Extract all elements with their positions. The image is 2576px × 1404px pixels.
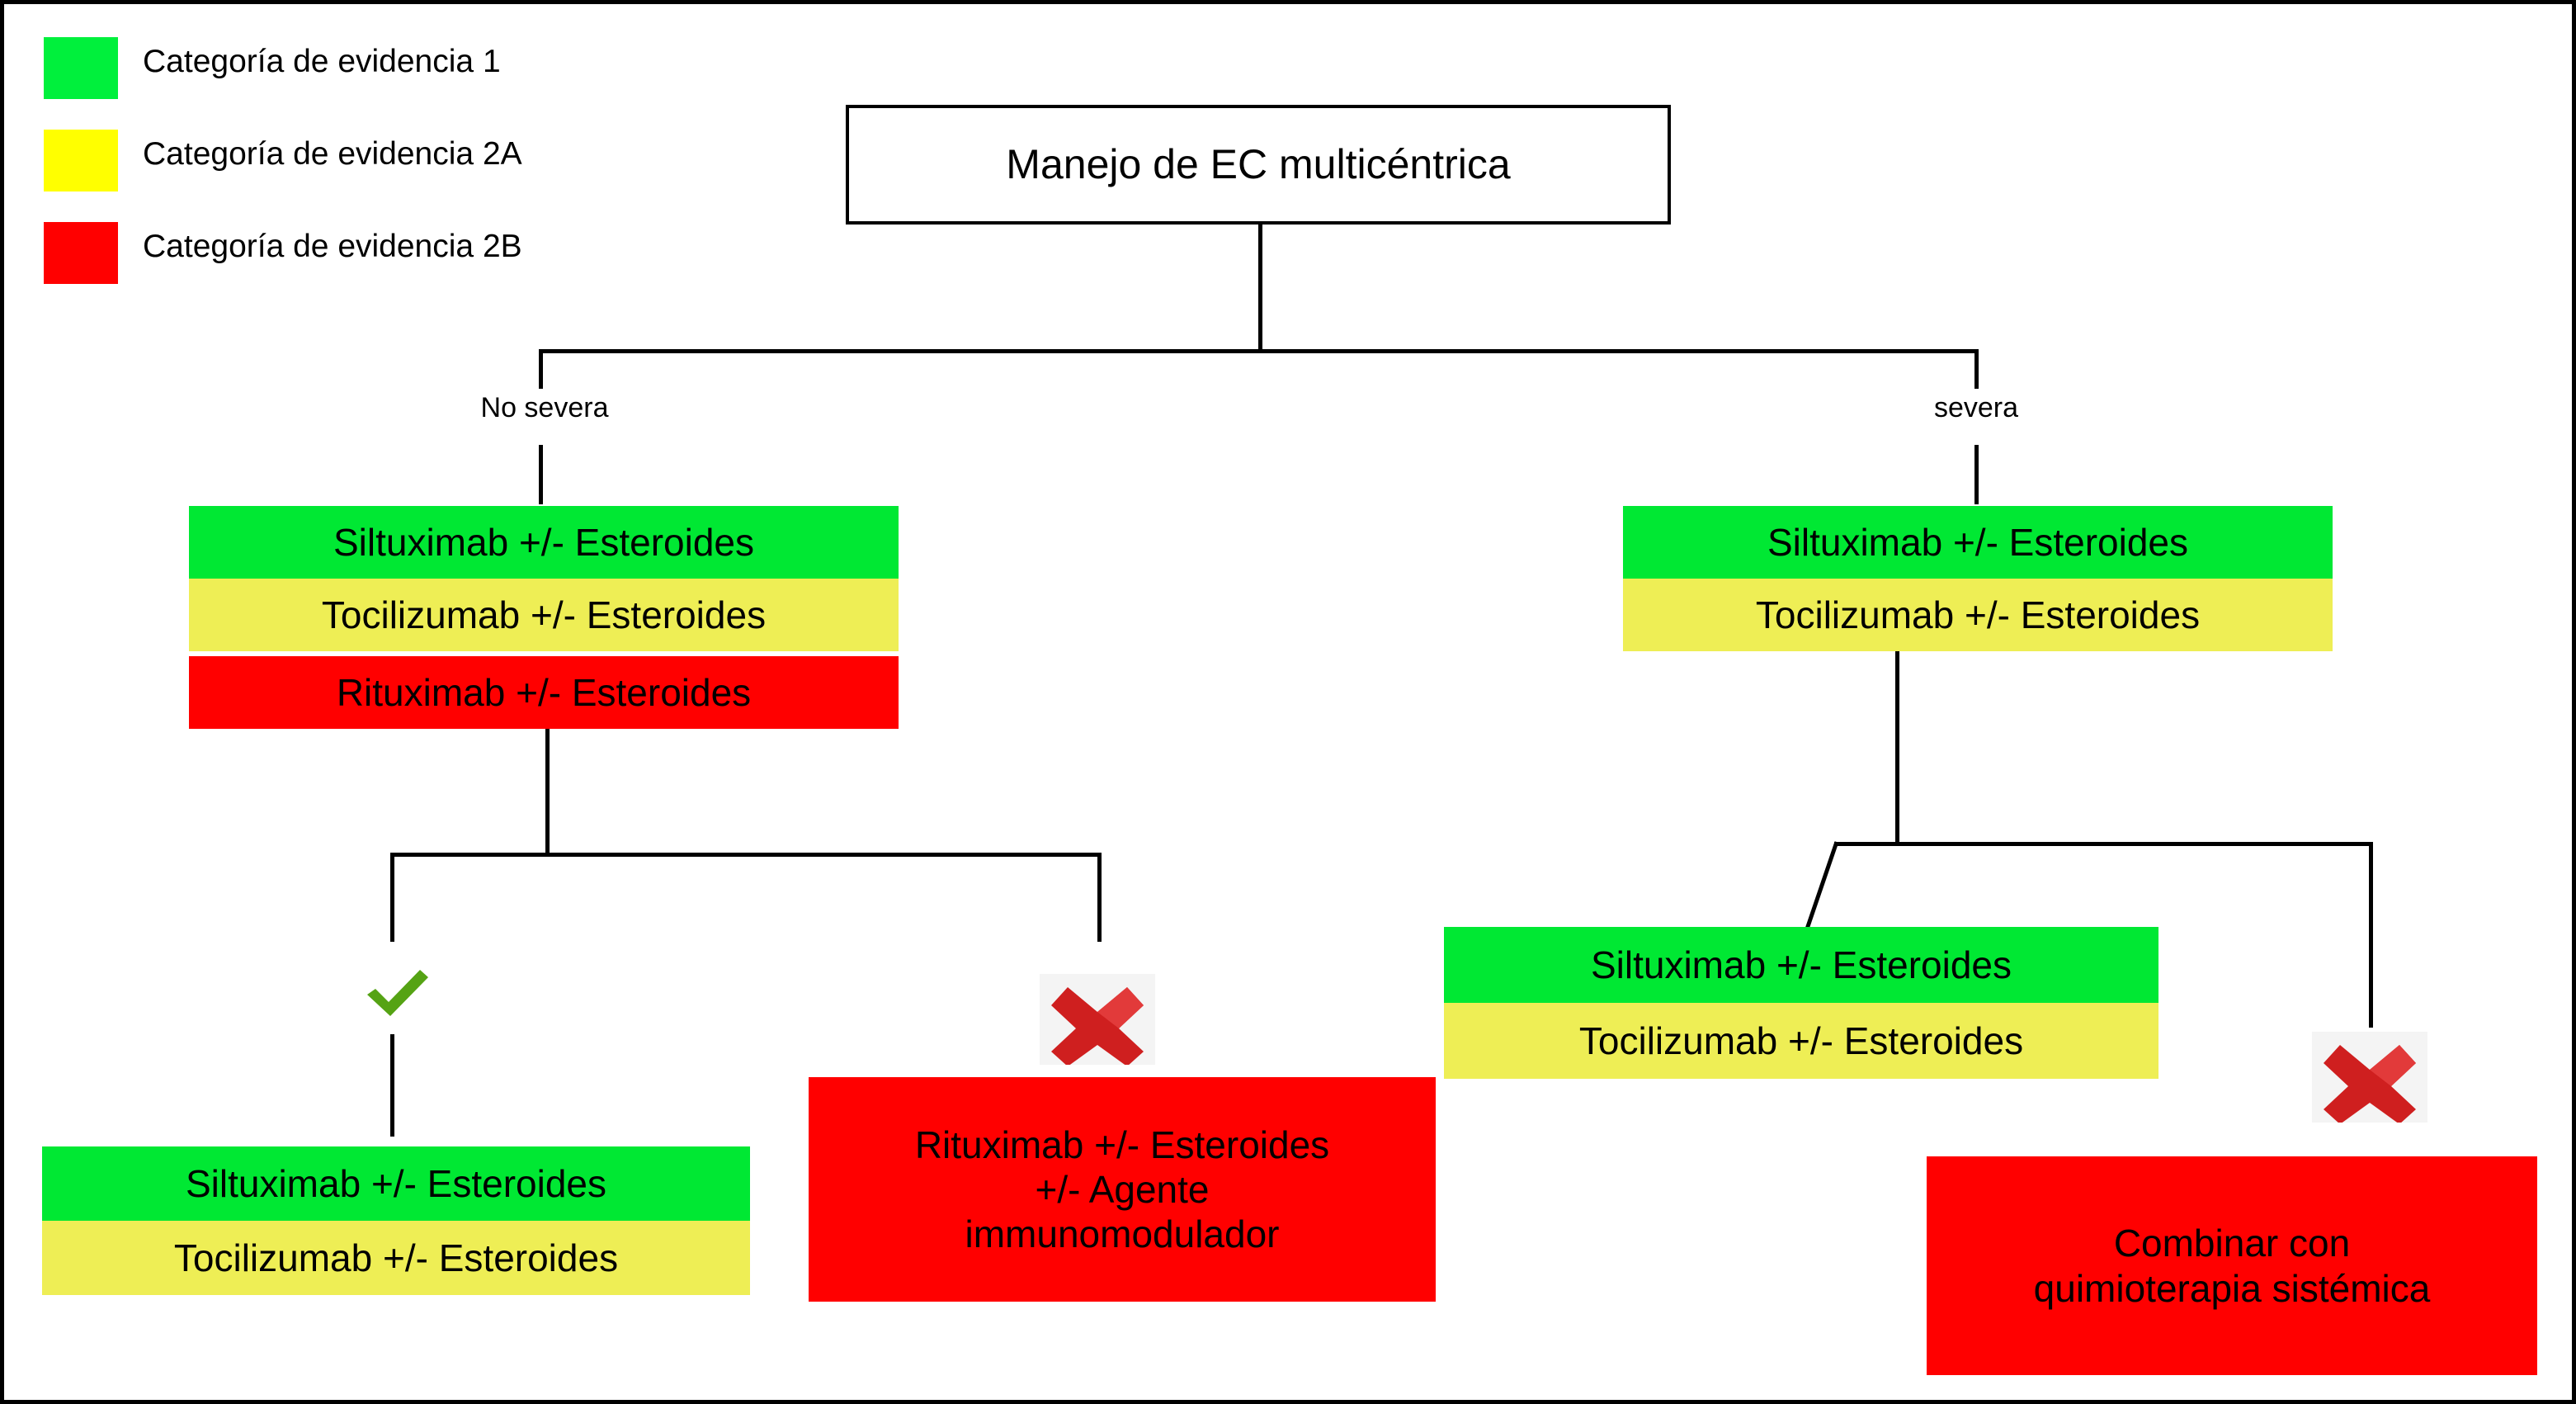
right-first-line-row-tocilizumab: Tocilizumab +/- Esteroides (1623, 579, 2333, 651)
left-second-line-row-siltuximab-label: Siltuximab +/- Esteroides (185, 1161, 607, 1205)
left-first-line-row-siltuximab: Siltuximab +/- Esteroides (189, 506, 899, 579)
connector-left-split-bar (390, 853, 1102, 857)
connector-main-split-bar (539, 349, 1979, 353)
root-node-manejo-ec-multicentrica: Manejo de EC multicéntrica (846, 105, 1671, 225)
left-second-line-row-tocilizumab-label: Tocilizumab +/- Esteroides (173, 1236, 619, 1279)
branch-label-left-text: No severa (480, 392, 609, 423)
branch-label-severa: severa (1902, 392, 2050, 424)
left-first-line-row-tocilizumab-label: Tocilizumab +/- Esteroides (321, 593, 767, 636)
right-second-line-row-siltuximab: Siltuximab +/- Esteroides (1444, 927, 2158, 1003)
connector-left-label-stub (539, 445, 543, 504)
left-first-line-row-rituximab: Rituximab +/- Esteroides (189, 656, 899, 729)
cross-icon-left-no-response (1040, 974, 1155, 1066)
left-first-line-row-siltuximab-label: Siltuximab +/- Esteroides (333, 520, 755, 564)
left-second-line-failure-line-3: immunomodulador (965, 1213, 1280, 1256)
legend-label-category-2b: Categoría de evidencia 2B (143, 229, 522, 264)
right-first-line-row-tocilizumab-label: Tocilizumab +/- Esteroides (1755, 593, 2201, 636)
branch-label-right-text: severa (1933, 392, 2019, 423)
right-second-line-failure-line-2: quimioterapia sistémica (2033, 1266, 2431, 1310)
connector-left-stack-stem (545, 729, 550, 854)
legend-label-category-1: Categoría de evidencia 1 (143, 44, 501, 79)
legend-label-category-2a: Categoría de evidencia 2A (143, 136, 522, 172)
right-second-line-row-tocilizumab-label: Tocilizumab +/- Esteroides (1578, 1019, 2024, 1062)
right-second-line-row-tocilizumab: Tocilizumab +/- Esteroides (1444, 1003, 2158, 1079)
connector-right-label-stub (1974, 445, 1979, 504)
check-icon-left-response (367, 970, 428, 1016)
left-second-line-failure-box: Rituximab +/- Esteroides +/- Agente immu… (809, 1077, 1436, 1302)
left-second-line-failure-line-1: Rituximab +/- Esteroides (914, 1123, 1330, 1166)
root-node-label: Manejo de EC multicéntrica (1006, 141, 1511, 187)
right-second-line-failure-line-1: Combinar con (2113, 1222, 2351, 1265)
right-second-line-failure-box: Combinar con quimioterapia sistémica (1927, 1156, 2537, 1375)
right-first-line-row-siltuximab-label: Siltuximab +/- Esteroides (1767, 520, 2189, 564)
left-second-line-row-siltuximab: Siltuximab +/- Esteroides (42, 1146, 750, 1221)
branch-label-no-severa: No severa (466, 392, 623, 424)
red-swatch-icon (44, 222, 118, 284)
left-second-line-row-tocilizumab: Tocilizumab +/- Esteroides (42, 1221, 750, 1295)
connector-root-stem (1258, 225, 1262, 351)
right-first-line-row-siltuximab: Siltuximab +/- Esteroides (1623, 506, 2333, 579)
connector-split-left-drop (539, 349, 543, 389)
left-first-line-row-tocilizumab: Tocilizumab +/- Esteroides (189, 579, 899, 651)
connector-right-split-right-drop (2369, 842, 2373, 1028)
connector-right-diagonal-to-response (1800, 841, 1839, 944)
cross-icon-right-no-response (2312, 1032, 2427, 1124)
green-swatch-icon (44, 37, 118, 99)
connector-left-split-right-drop (1097, 853, 1102, 942)
connector-left-check-to-box (390, 1034, 394, 1137)
connector-left-split-left-drop (390, 853, 394, 942)
connector-split-right-drop (1974, 349, 1979, 389)
left-second-line-failure-line-2: +/- Agente (1035, 1167, 1210, 1211)
left-first-line-row-rituximab-label: Rituximab +/- Esteroides (336, 670, 752, 714)
connector-right-stack-stem (1895, 651, 1899, 845)
connector-right-split-bar (1834, 842, 2372, 846)
right-second-line-row-siltuximab-label: Siltuximab +/- Esteroides (1590, 943, 2012, 986)
yellow-swatch-icon (44, 130, 118, 191)
